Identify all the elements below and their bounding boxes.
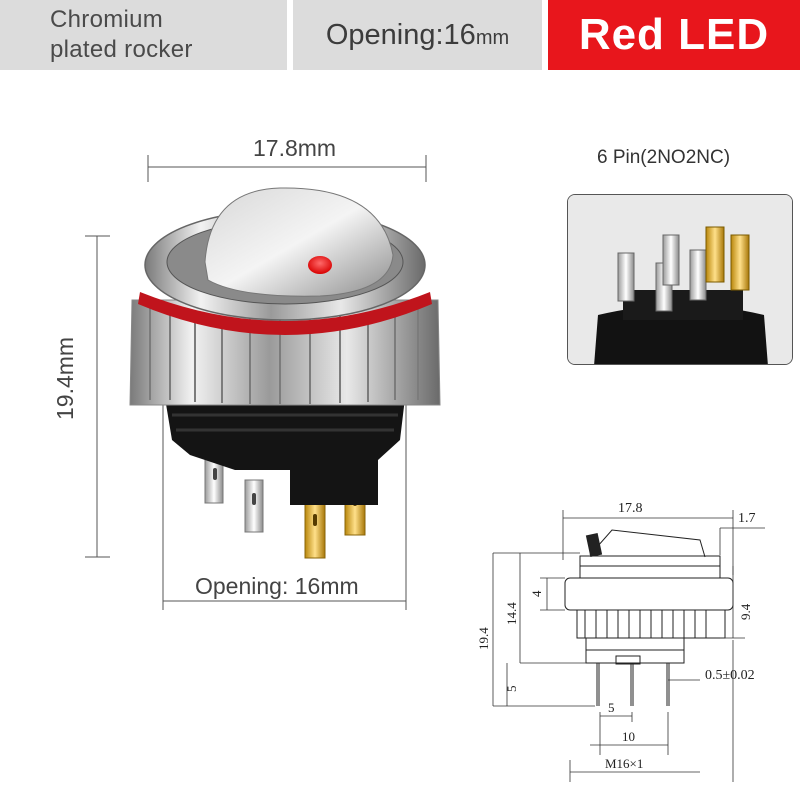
led-label: Red LED (578, 10, 770, 59)
drawing-thread-label: M16×1 (605, 756, 643, 771)
drawing-four-label: 4 (529, 590, 544, 597)
material-badge: Chromium plated rocker (0, 0, 287, 70)
rocker-cap (204, 187, 394, 297)
drawing-pin-thickness: 0.5±0.02 (705, 668, 755, 683)
width-dimension-line (147, 155, 427, 182)
material-line-1: Chromium (50, 6, 164, 33)
led-indicator (308, 256, 332, 274)
pin-config-label: 6 Pin(2NO2NC) (597, 147, 731, 168)
opening-badge: Opening:16mm (293, 0, 542, 70)
drawing-bezel (564, 577, 734, 611)
drawing-pin-height: 5 (504, 686, 519, 693)
pin-detail-photo (568, 195, 792, 364)
height-dimension-line (85, 235, 110, 558)
drawing-rocker (589, 529, 706, 558)
opening-label: Opening: 16mm (195, 573, 359, 599)
opening-dimension-line (162, 400, 407, 610)
led-badge: Red LED (548, 0, 800, 70)
drawing-rocker-label: 1.7 (738, 511, 756, 526)
seal-ring (138, 292, 432, 335)
material-line-2: plated rocker (50, 36, 193, 63)
drawing-pitch-small: 5 (608, 700, 615, 715)
width-label: 17.8mm (253, 135, 337, 161)
drawing-total-height: 19.4 (476, 627, 491, 650)
pin-detail-inset (567, 194, 793, 365)
opening-value: Opening:16 (325, 18, 476, 51)
drawing-right-height: 9.4 (738, 603, 753, 620)
drawing-width-label: 17.8 (618, 501, 643, 516)
opening-unit: mm (475, 26, 510, 49)
drawing-pitch-large: 10 (622, 729, 635, 744)
drawing-upper-height: 14.4 (504, 602, 519, 625)
switch-base (165, 398, 405, 505)
